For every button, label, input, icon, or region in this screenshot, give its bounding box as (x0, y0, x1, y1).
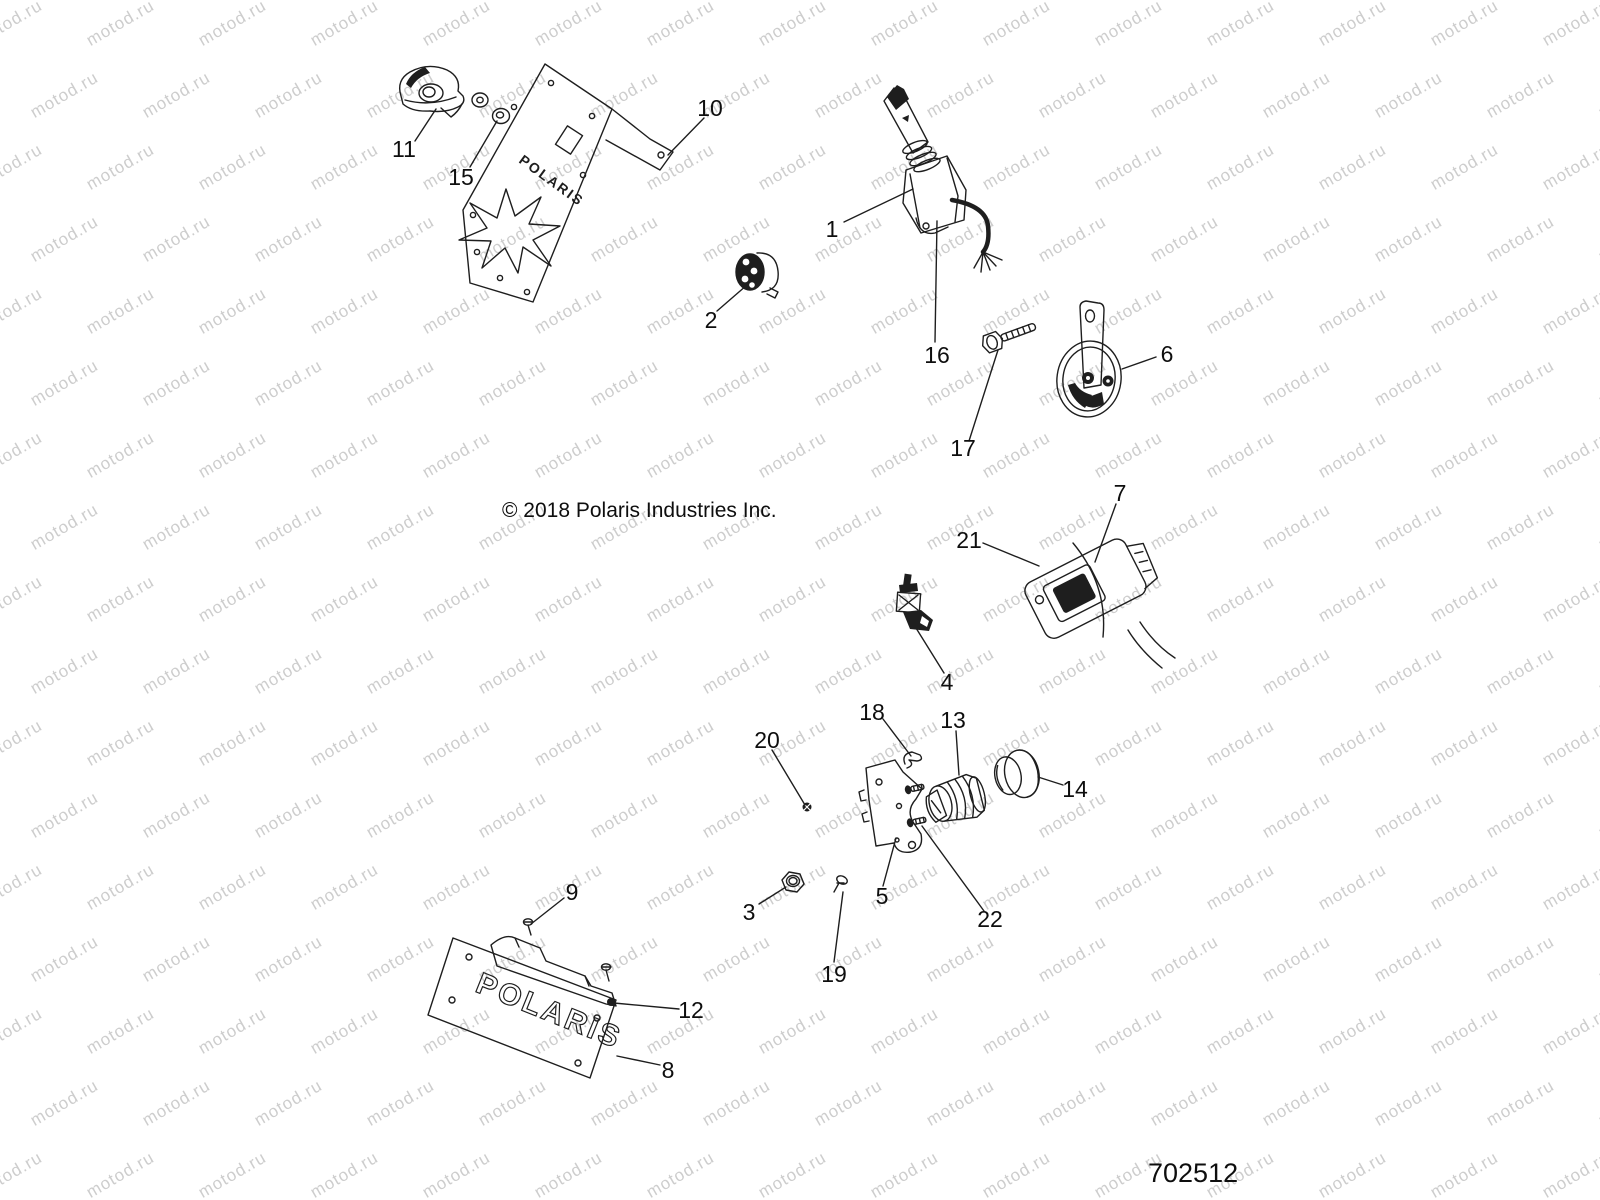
part-connector (735, 252, 779, 299)
callout-15-label-washer: 15 (448, 164, 474, 190)
callout-21-label-switch-face: 21 (956, 527, 982, 553)
part-screw-9 (522, 918, 534, 936)
callout-3-label-hex-nut: 3 (743, 899, 756, 925)
callout-17-leader (968, 349, 999, 442)
callout-4-leader (915, 627, 945, 674)
callout-15-leader (469, 120, 498, 168)
callout-2-label-round-connector: 2 (705, 307, 718, 333)
part-hex-bolt (981, 322, 1037, 354)
callout-13-leader (955, 730, 960, 776)
callout-4-label-solenoid-valve: 4 (941, 669, 954, 695)
part-key-switch-bracket (858, 759, 923, 853)
callout-8-leader (616, 1055, 661, 1066)
callout-17-label-hex-bolt: 17 (950, 435, 976, 461)
part-key-switch (925, 773, 987, 824)
part-cover (398, 65, 465, 118)
callout-22-label-screw-pair: 22 (977, 906, 1003, 932)
callout-6-label-horn: 6 (1161, 341, 1174, 367)
callout-20-leader (771, 749, 806, 806)
part-screw-pair (904, 783, 927, 828)
callout-2-leader (716, 284, 748, 312)
callout-1-leader (843, 188, 914, 223)
callout-3-leader (758, 886, 787, 905)
part-hex-nut (781, 871, 805, 893)
part-switch-assembly (1024, 538, 1176, 669)
part-mounting-plate: POLARIS (458, 63, 674, 303)
callout-16-leader (934, 220, 938, 343)
callout-18-label-retaining-clip: 18 (859, 699, 885, 725)
callout-11-leader (414, 108, 437, 142)
part-horn (1056, 300, 1122, 418)
part-screw-12 (600, 963, 615, 1006)
callout-19-leader (833, 891, 844, 963)
callout-9-leader (530, 897, 565, 925)
part-washers (471, 92, 511, 125)
callout-7-label-switch-assembly: 7 (1114, 480, 1127, 506)
callout-11-label-cover: 11 (392, 136, 416, 162)
callout-5-label-key-switch-bracket: 5 (876, 883, 889, 909)
callout-1-label-turn-signal-switch: 1 (826, 216, 839, 242)
callout-22-leader (921, 825, 985, 912)
callout-7-leader (1094, 503, 1117, 563)
part-key-switch-bezel (993, 749, 1040, 799)
callout-14-leader (1037, 776, 1064, 786)
callout-13-label-key-switch: 13 (940, 707, 966, 733)
part-small-screw (833, 875, 848, 893)
callout-10-label-mounting-plate: 10 (697, 95, 723, 121)
mounting-plate-logo: POLARIS (516, 151, 587, 209)
part-turn-signal-switch (883, 85, 1003, 273)
part-retaining-clip (903, 751, 923, 769)
copyright-text: © 2018 Polaris Industries Inc. (502, 499, 777, 522)
callout-8-label-license-plate-bracket: 8 (662, 1057, 675, 1083)
diagram-number: 702512 (1148, 1158, 1238, 1188)
callout-5-leader (882, 837, 897, 887)
callout-6-leader (1121, 356, 1157, 370)
callout-19-label-small-screw: 19 (821, 961, 847, 987)
callout-12-label-screw: 12 (678, 997, 704, 1023)
part-license-plate-bracket: POLARIS (427, 918, 627, 1079)
callout-10-leader (667, 117, 705, 156)
callout-20-label-push-fastener: 20 (754, 727, 780, 753)
callout-16-label-switch-base: 16 (924, 342, 950, 368)
callout-9-label-screw: 9 (566, 879, 579, 905)
callout-21-leader (982, 542, 1040, 567)
license-plate-logo: POLARIS (471, 967, 626, 1055)
callout-14-label-key-switch-bezel: 14 (1062, 776, 1088, 802)
callout-12-leader (613, 1002, 680, 1010)
part-solenoid (895, 573, 933, 631)
callout-18-leader (882, 718, 912, 757)
